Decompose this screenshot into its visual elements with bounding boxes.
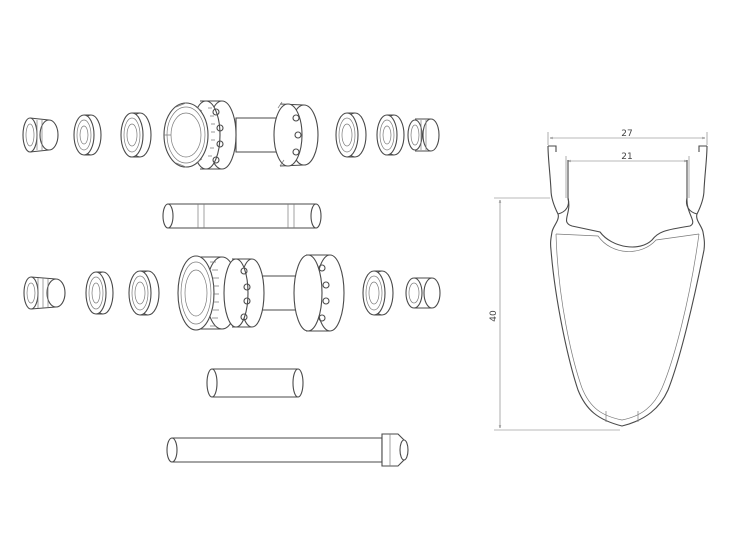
- dimension-depth: 40: [489, 197, 620, 431]
- dim-label-21: 21: [621, 152, 632, 162]
- front-bearing-3: [335, 112, 367, 158]
- rear-spacer: [405, 277, 441, 309]
- rim-inner-profile: [555, 233, 700, 421]
- rear-bearing-1: [85, 271, 114, 315]
- rear-bearing-2: [128, 270, 160, 316]
- rear-hub-assembly: [23, 254, 441, 332]
- rear-axle-sleeve: [206, 368, 304, 398]
- rim-outer-profile: [547, 145, 708, 427]
- dim-label-27: 27: [621, 129, 632, 139]
- rear-bearing-3: [362, 270, 394, 316]
- rear-end-cap-left: [23, 276, 66, 310]
- dimension-outer-width: 27: [547, 129, 708, 145]
- rim-cross-section: [547, 145, 708, 427]
- dim-label-40: 40: [489, 310, 499, 322]
- front-bearing-2: [120, 112, 152, 158]
- front-hub-assembly: [22, 100, 440, 170]
- front-bearing-1: [73, 114, 102, 156]
- front-bearing-4: [376, 114, 405, 156]
- rear-hub-shell: [223, 254, 345, 332]
- front-end-cap-right: [407, 118, 440, 152]
- dimension-inner-width: 21: [565, 152, 690, 198]
- front-end-cap-left: [22, 117, 59, 153]
- rear-axle: [166, 433, 409, 467]
- front-axle: [162, 203, 322, 229]
- front-hub-body: [163, 100, 319, 170]
